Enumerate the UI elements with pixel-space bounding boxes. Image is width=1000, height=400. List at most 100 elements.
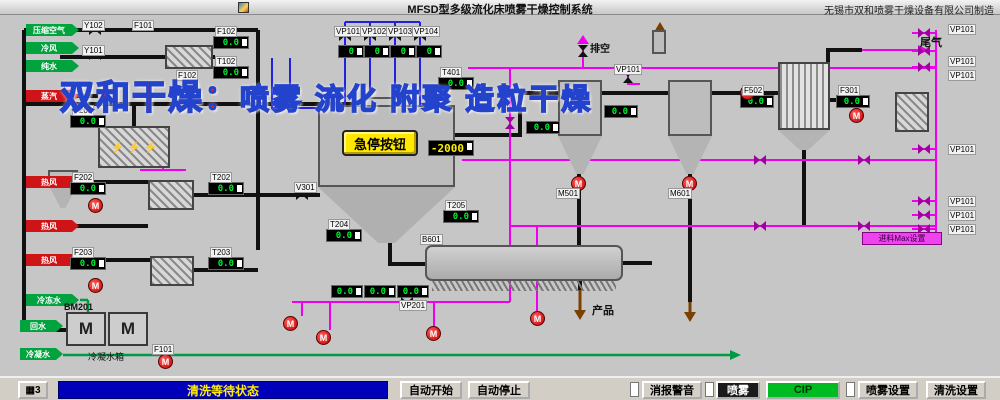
cyclone-1-body (558, 80, 602, 136)
pipe-valve[interactable] (918, 224, 930, 234)
device-tag: Y102 (82, 20, 105, 31)
max-setting-button[interactable]: 进料Max设置 (862, 232, 942, 245)
pipe-valve[interactable] (858, 221, 870, 231)
grid-icon: ▦ (25, 384, 35, 396)
spray-settings-button[interactable]: 喷雾设置 (858, 381, 918, 399)
value-display: 0 (416, 45, 442, 58)
flow-label-arrow: 压缩空气 (26, 24, 79, 36)
condenser-unit-2: M (108, 312, 148, 346)
device-tag: T205 (445, 200, 468, 211)
exhaust-filter-box (895, 92, 929, 132)
pipe-valve[interactable] (918, 28, 930, 38)
flow-label-arrow: 冷凝水 (20, 348, 63, 360)
device-tag: VP102 (360, 26, 389, 37)
value-display: 0.0 (70, 257, 106, 270)
pipe-valve[interactable] (918, 62, 930, 72)
value-display: 0.0 (70, 182, 106, 195)
flow-label-arrow: 冷风 (26, 42, 79, 54)
manufacturer-label: 无锡市双和喷雾干燥设备有限公司制造 (824, 6, 994, 17)
pipe-valve[interactable] (918, 196, 930, 206)
device-tag: T204 (328, 219, 351, 230)
value-display: 0.0 (208, 182, 244, 195)
device-tag: VP101 (948, 196, 977, 207)
clean-settings-button[interactable]: 清洗设置 (926, 381, 986, 399)
pipe-valve[interactable] (754, 221, 766, 231)
nav-page-button[interactable]: ▦3 (18, 381, 48, 399)
cip-button[interactable]: CIP (766, 381, 840, 399)
value-display: 0.0 (70, 115, 106, 128)
air-heater-1 (165, 45, 213, 69)
device-tag: VP101 (334, 26, 363, 37)
value-display: 0 (338, 45, 364, 58)
pump-motor[interactable]: M (849, 108, 864, 123)
pipe-valve[interactable] (918, 144, 930, 154)
pump-motor[interactable]: M (88, 278, 103, 293)
pump-motor[interactable]: M (426, 326, 441, 341)
value-display: 0.0 (213, 66, 249, 79)
pipe-valve[interactable] (296, 190, 308, 200)
device-tag: VP103 (386, 26, 415, 37)
device-tag: T401 (440, 67, 463, 78)
vent-vessel (652, 30, 666, 54)
spray-button[interactable]: 喷雾 (716, 381, 760, 399)
flow-label-arrow: 热风 (26, 220, 79, 232)
value-display: 0.0 (526, 121, 560, 134)
cyclone-2-body (668, 80, 712, 136)
device-tag: F101 (132, 20, 155, 31)
emergency-stop-button[interactable]: 急停按钮 (342, 130, 418, 156)
auto-stop-button[interactable]: 自动停止 (468, 381, 530, 399)
device-tag: T102 (215, 56, 238, 67)
pipe-valve[interactable] (918, 46, 930, 56)
device-tag: VP101 (948, 210, 977, 221)
device-tag: F202 (72, 172, 95, 183)
value-display: 0.0 (364, 285, 396, 298)
flow-label-arrow: 纯水 (26, 60, 79, 72)
air-filter-heater: ⚡⚡⚡ (98, 126, 170, 168)
pump-motor[interactable]: M (530, 311, 545, 326)
value-display: 0.0 (604, 105, 638, 118)
device-tag: F301 (838, 85, 861, 96)
device-tag: B601 (420, 234, 443, 245)
device-tag: VP101 (948, 224, 977, 235)
tail-gas-label: 尾气 (920, 37, 942, 49)
air-heater-2 (148, 180, 194, 210)
auto-start-button[interactable]: 自动开始 (400, 381, 462, 399)
device-tag: F502 (742, 85, 765, 96)
pump-motor[interactable]: M (158, 354, 173, 369)
value-display: 0.0 (213, 36, 249, 49)
condenser-label: M (78, 319, 94, 338)
device-tag: VP101 (948, 24, 977, 35)
device-tag: VP101 (614, 64, 643, 75)
device-tag: M501 (556, 188, 581, 199)
value-display: 0.0 (397, 285, 429, 298)
device-tag: VP101 (948, 70, 977, 81)
device-tag: F203 (72, 247, 95, 258)
flow-label-arrow: 蒸汽 (26, 90, 79, 102)
chamber-dome (362, 97, 412, 107)
app-icon (238, 2, 249, 13)
pipe-valve[interactable] (578, 45, 588, 57)
page-title: MFSD型多级流化床喷雾干燥控制系统 (407, 4, 593, 16)
device-tag: F101 (152, 344, 175, 355)
device-tag: F102 (215, 26, 238, 37)
device-tag: V301 (294, 182, 317, 193)
indicator-lamp (630, 382, 639, 397)
mute-alarm-button[interactable]: 消报警音 (642, 381, 702, 399)
flow-label-arrow: 热风 (26, 254, 79, 266)
bag-filter (778, 62, 830, 130)
device-tag: VP101 (948, 56, 977, 67)
pump-motor[interactable]: M (316, 330, 331, 345)
pipe-valve[interactable] (505, 117, 515, 129)
pipe-valve[interactable] (918, 210, 930, 220)
pump-motor[interactable]: M (283, 316, 298, 331)
pipe-valve[interactable] (754, 155, 766, 165)
pump-motor[interactable]: M (682, 176, 697, 191)
device-tag: T201 (72, 105, 95, 116)
pipe-valve[interactable] (858, 155, 870, 165)
device-tag: T203 (210, 247, 233, 258)
value-display: 0 (390, 45, 416, 58)
pump-motor[interactable]: M (88, 198, 103, 213)
device-tag: VP101 (948, 144, 977, 155)
